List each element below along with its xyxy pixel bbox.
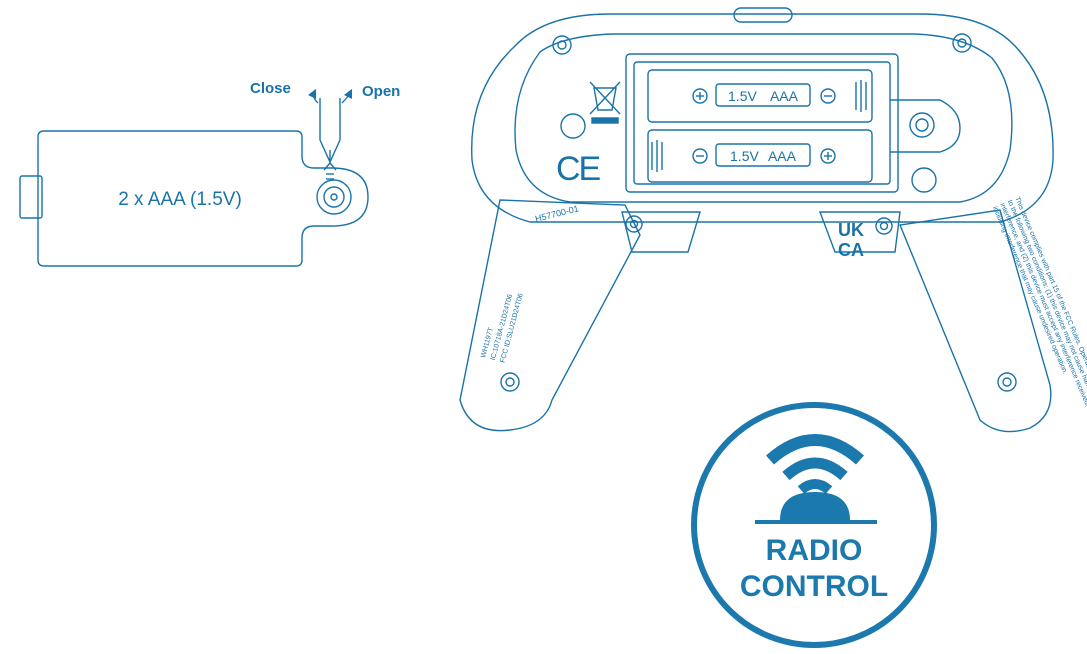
top-button xyxy=(733,7,793,23)
ce-mark: CE xyxy=(556,150,601,188)
screw-hole xyxy=(330,193,338,201)
controller-body xyxy=(470,13,1054,223)
battery-bottom-voltage: 1.5V xyxy=(730,148,759,164)
svg-text:1.5V AAA: 1.5V AAA xyxy=(728,88,799,104)
cover-tab xyxy=(19,175,43,219)
ukca-bottom: CA xyxy=(838,240,864,260)
radio-control-badge: RADIO CONTROL xyxy=(691,402,937,648)
cover-outline xyxy=(37,130,369,267)
screwdriver-icon xyxy=(319,98,341,180)
battery-top-type: AAA xyxy=(770,88,799,104)
inner-panel xyxy=(514,33,1013,203)
battery-top-voltage: 1.5V xyxy=(728,88,757,104)
right-grip xyxy=(899,209,1052,433)
close-label: Close xyxy=(250,80,291,97)
left-grip xyxy=(459,199,641,432)
signal-dome xyxy=(780,492,850,520)
ukca-mark: UK CA xyxy=(838,220,864,260)
right-mount xyxy=(818,211,901,253)
model-code: H57700-01 xyxy=(534,203,580,223)
badge-line-1: RADIO xyxy=(766,534,863,567)
battery-compartment xyxy=(625,53,899,193)
right-grip-text: This device complies with part 15 of the… xyxy=(991,196,1087,408)
battery-latch xyxy=(890,99,961,153)
battery-bottom xyxy=(647,129,873,183)
ukca-top: UK xyxy=(838,220,864,240)
radio-signal-icon xyxy=(766,434,864,494)
rotation-arrows-icon xyxy=(307,88,353,104)
left-grip-text: WH1197T IC:10718A-21D24T06 FCC ID:SLU21D… xyxy=(480,293,525,364)
screw-boss xyxy=(316,179,352,215)
right-grip-line-3: interference, and (2) this device must a… xyxy=(998,202,1087,408)
battery-top xyxy=(647,69,873,123)
battery-cover xyxy=(19,130,369,267)
badge-ring xyxy=(691,402,937,648)
left-mount xyxy=(621,211,701,253)
svg-text:1.5V AAA: 1.5V AAA xyxy=(730,148,797,164)
weee-bin-icon xyxy=(589,81,621,124)
badge-line-2: CONTROL xyxy=(740,570,888,603)
screw-boss-inner xyxy=(323,186,345,208)
controller-underside xyxy=(459,7,1054,433)
battery-cover-label: 2 x AAA (1.5V) xyxy=(118,189,242,210)
battery-bottom-type: AAA xyxy=(768,148,797,164)
open-label: Open xyxy=(362,83,400,100)
